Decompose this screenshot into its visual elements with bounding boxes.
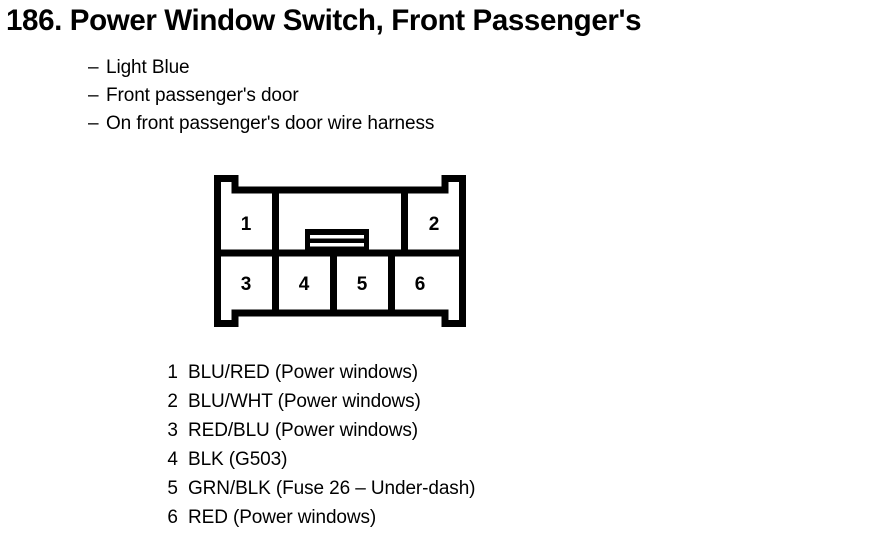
connector-diagram: 1 2 3 4 5 6 (205, 165, 475, 340)
center-latch-tab (305, 229, 369, 251)
pin-legend-number: 6 (167, 507, 178, 528)
pin-legend-description: BLU/RED (Power windows) (188, 362, 418, 383)
pin-legend-number: 1 (167, 362, 178, 383)
pin-legend-row: 5 GRN/BLK (Fuse 26 – Under-dash) (150, 474, 710, 503)
description-text: Light Blue (106, 57, 190, 78)
pin-label-2: 2 (429, 214, 440, 235)
description-list: – Light Blue – Front passenger's door – … (88, 54, 688, 138)
pin-legend-number: 3 (167, 420, 178, 441)
description-item: – On front passenger's door wire harness (88, 110, 688, 138)
dash-icon: – (88, 85, 99, 106)
pin-label-3: 3 (241, 274, 252, 295)
connector-body-outline (214, 175, 466, 327)
pin-legend-row: 6 RED (Power windows) (150, 503, 710, 532)
page-title: 186. Power Window Switch, Front Passenge… (6, 4, 642, 37)
pin-legend-description: RED (Power windows) (188, 507, 377, 528)
pin-label-6: 6 (415, 274, 426, 295)
pin-legend-number: 4 (167, 449, 178, 470)
pin-legend-number: 5 (167, 478, 178, 499)
pin-label-1: 1 (241, 214, 252, 235)
description-item: – Light Blue (88, 54, 688, 82)
dash-icon: – (88, 57, 99, 78)
pin-label-5: 5 (357, 274, 368, 295)
pin-legend-list: 1 BLU/RED (Power windows) 2 BLU/WHT (Pow… (150, 358, 710, 532)
pin-legend-row: 4 BLK (G503) (150, 445, 710, 474)
pin-legend-description: RED/BLU (Power windows) (188, 420, 418, 441)
pin-legend-description: BLK (G503) (188, 449, 288, 470)
pin-label-4: 4 (299, 274, 310, 295)
pin-legend-number: 2 (167, 391, 178, 412)
description-text: On front passenger's door wire harness (106, 113, 435, 134)
connector-outline-svg: 1 2 3 4 5 6 (214, 175, 466, 327)
pin-legend-row: 2 BLU/WHT (Power windows) (150, 387, 710, 416)
pin-legend-description: BLU/WHT (Power windows) (188, 391, 421, 412)
description-text: Front passenger's door (106, 85, 299, 106)
pin-legend-description: GRN/BLK (Fuse 26 – Under-dash) (188, 478, 476, 499)
pin-legend-row: 1 BLU/RED (Power windows) (150, 358, 710, 387)
dash-icon: – (88, 113, 99, 134)
pin-legend-row: 3 RED/BLU (Power windows) (150, 416, 710, 445)
description-item: – Front passenger's door (88, 82, 688, 110)
